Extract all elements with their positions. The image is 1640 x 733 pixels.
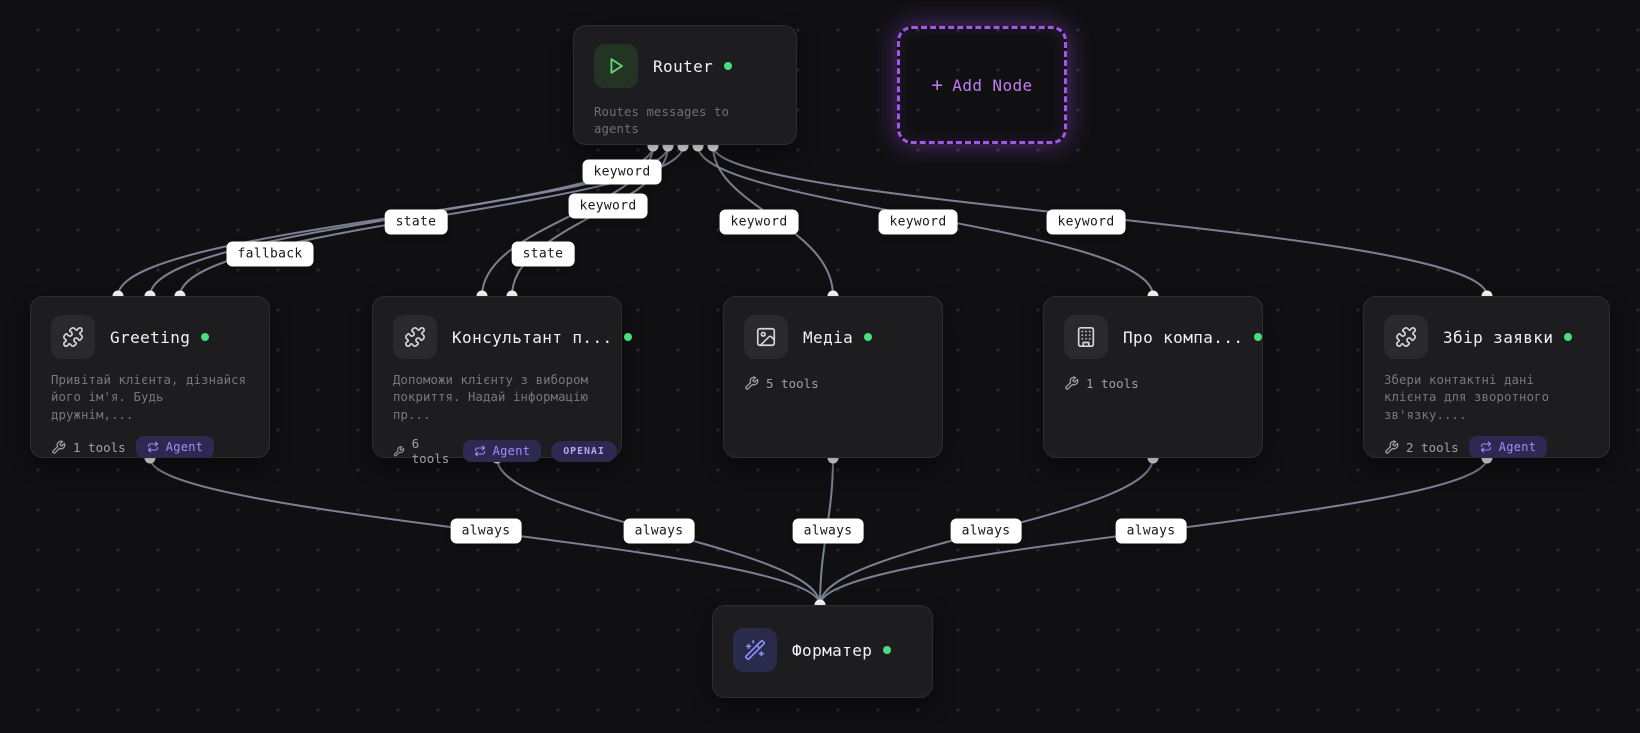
building-icon bbox=[1064, 315, 1108, 359]
node-description: Routes messages to agents bbox=[594, 105, 730, 137]
status-dot bbox=[883, 646, 892, 654]
node-company[interactable]: Про компа... 1 tools bbox=[1043, 296, 1263, 458]
node-footer: 5 tools bbox=[744, 376, 922, 391]
repeat-icon bbox=[474, 445, 485, 457]
tools-indicator: 1 tools bbox=[51, 440, 126, 455]
agent-badge-label: Agent bbox=[492, 444, 531, 459]
node-footer: 6 tools Agent OPENAI bbox=[393, 436, 617, 466]
edge-label-keyword[interactable]: keyword bbox=[568, 193, 648, 219]
edge-label-state[interactable]: state bbox=[384, 209, 448, 235]
wrench-icon bbox=[1065, 376, 1079, 390]
magic-wand-icon bbox=[733, 628, 777, 672]
node-title: Консультант п... bbox=[452, 327, 613, 347]
node-greeting[interactable]: Greeting Привітай клієнта, дізнайся його… bbox=[30, 296, 270, 459]
node-formatter[interactable]: Форматер bbox=[712, 605, 933, 698]
agent-badge-label: Agent bbox=[1498, 440, 1537, 455]
edge-label-always[interactable]: always bbox=[1115, 518, 1187, 544]
status-dot bbox=[1254, 333, 1263, 341]
node-header: Консультант п... bbox=[393, 315, 632, 359]
node-header: Форматер bbox=[733, 628, 912, 672]
puzzle-icon bbox=[1384, 315, 1428, 359]
node-router[interactable]: Router Routes messages to agents bbox=[573, 25, 797, 145]
node-footer: 2 tools Agent bbox=[1384, 436, 1589, 459]
repeat-icon bbox=[1480, 441, 1491, 453]
edge-label-keyword[interactable]: keyword bbox=[582, 159, 662, 185]
agent-badge[interactable]: Agent bbox=[135, 436, 215, 459]
wrench-icon bbox=[52, 440, 66, 454]
node-header: Router bbox=[594, 44, 776, 88]
node-header: Збір заявки bbox=[1384, 315, 1589, 359]
node-header: Про компа... bbox=[1064, 315, 1263, 359]
node-media[interactable]: Медіа 5 tools bbox=[723, 296, 943, 458]
node-header: Greeting bbox=[51, 315, 249, 359]
agent-badge[interactable]: Agent bbox=[462, 440, 542, 463]
wrench-icon bbox=[393, 446, 405, 457]
status-dot bbox=[623, 333, 632, 341]
edge-label-always[interactable]: always bbox=[623, 518, 695, 544]
status-dot bbox=[864, 333, 873, 341]
edge-label-state[interactable]: state bbox=[511, 241, 575, 267]
node-title: Greeting bbox=[110, 327, 191, 347]
node-title: Про компа... bbox=[1123, 327, 1244, 347]
wrench-icon bbox=[745, 376, 759, 390]
tools-indicator: 2 tools bbox=[1384, 440, 1459, 455]
node-title: Медіа bbox=[803, 327, 854, 347]
puzzle-icon bbox=[51, 315, 95, 359]
add-node-label: Add Node bbox=[952, 75, 1033, 95]
node-lead[interactable]: Збір заявки Збери контактні дані клієнта… bbox=[1363, 296, 1610, 459]
edge-label-always[interactable]: always bbox=[450, 518, 522, 544]
tools-indicator: 1 tools bbox=[1064, 376, 1139, 391]
node-description: Допоможи клієнту з вибором покриття. Над… bbox=[393, 373, 589, 422]
edge-label-fallback[interactable]: fallback bbox=[226, 241, 314, 267]
plus-icon: + bbox=[931, 73, 944, 96]
image-icon bbox=[744, 315, 788, 359]
tools-count: 1 tools bbox=[73, 439, 126, 455]
agent-badge-label: Agent bbox=[165, 440, 204, 455]
edge-label-always[interactable]: always bbox=[950, 518, 1022, 544]
node-title: Збір заявки bbox=[1443, 327, 1554, 347]
node-header: Медіа bbox=[744, 315, 922, 359]
model-badge: OPENAI bbox=[551, 440, 617, 462]
node-title: Router bbox=[653, 56, 714, 76]
node-title: Форматер bbox=[792, 640, 873, 660]
status-dot bbox=[1564, 333, 1573, 341]
tools-indicator: 5 tools bbox=[744, 376, 819, 391]
node-description: Привітай клієнта, дізнайся його ім'я. Бу… bbox=[51, 373, 247, 422]
node-footer: 1 tools Agent bbox=[51, 436, 249, 459]
node-consultant[interactable]: Консультант п... Допоможи клієнту з вибо… bbox=[372, 296, 632, 466]
repeat-icon bbox=[147, 441, 158, 453]
puzzle-icon bbox=[393, 315, 437, 359]
tools-count: 2 tools bbox=[1406, 439, 1459, 455]
play-icon bbox=[594, 44, 638, 88]
node-description: Збери контактні дані клієнта для зворотн… bbox=[1384, 373, 1550, 422]
edge-label-keyword[interactable]: keyword bbox=[719, 209, 799, 235]
edge-label-keyword[interactable]: keyword bbox=[1046, 209, 1126, 235]
tools-count: 5 tools bbox=[766, 376, 819, 391]
edge-label-always[interactable]: always bbox=[792, 518, 864, 544]
status-dot bbox=[724, 62, 733, 70]
wrench-icon bbox=[1385, 440, 1399, 454]
node-footer: 1 tools bbox=[1064, 376, 1242, 391]
status-dot bbox=[201, 333, 210, 341]
agent-badge[interactable]: Agent bbox=[1468, 436, 1548, 459]
tools-count: 1 tools bbox=[1086, 376, 1139, 391]
tools-count: 6 tools bbox=[411, 436, 450, 467]
edge-label-keyword[interactable]: keyword bbox=[878, 209, 958, 235]
add-node-button[interactable]: + Add Node bbox=[897, 26, 1067, 144]
tools-indicator: 6 tools bbox=[393, 436, 453, 466]
